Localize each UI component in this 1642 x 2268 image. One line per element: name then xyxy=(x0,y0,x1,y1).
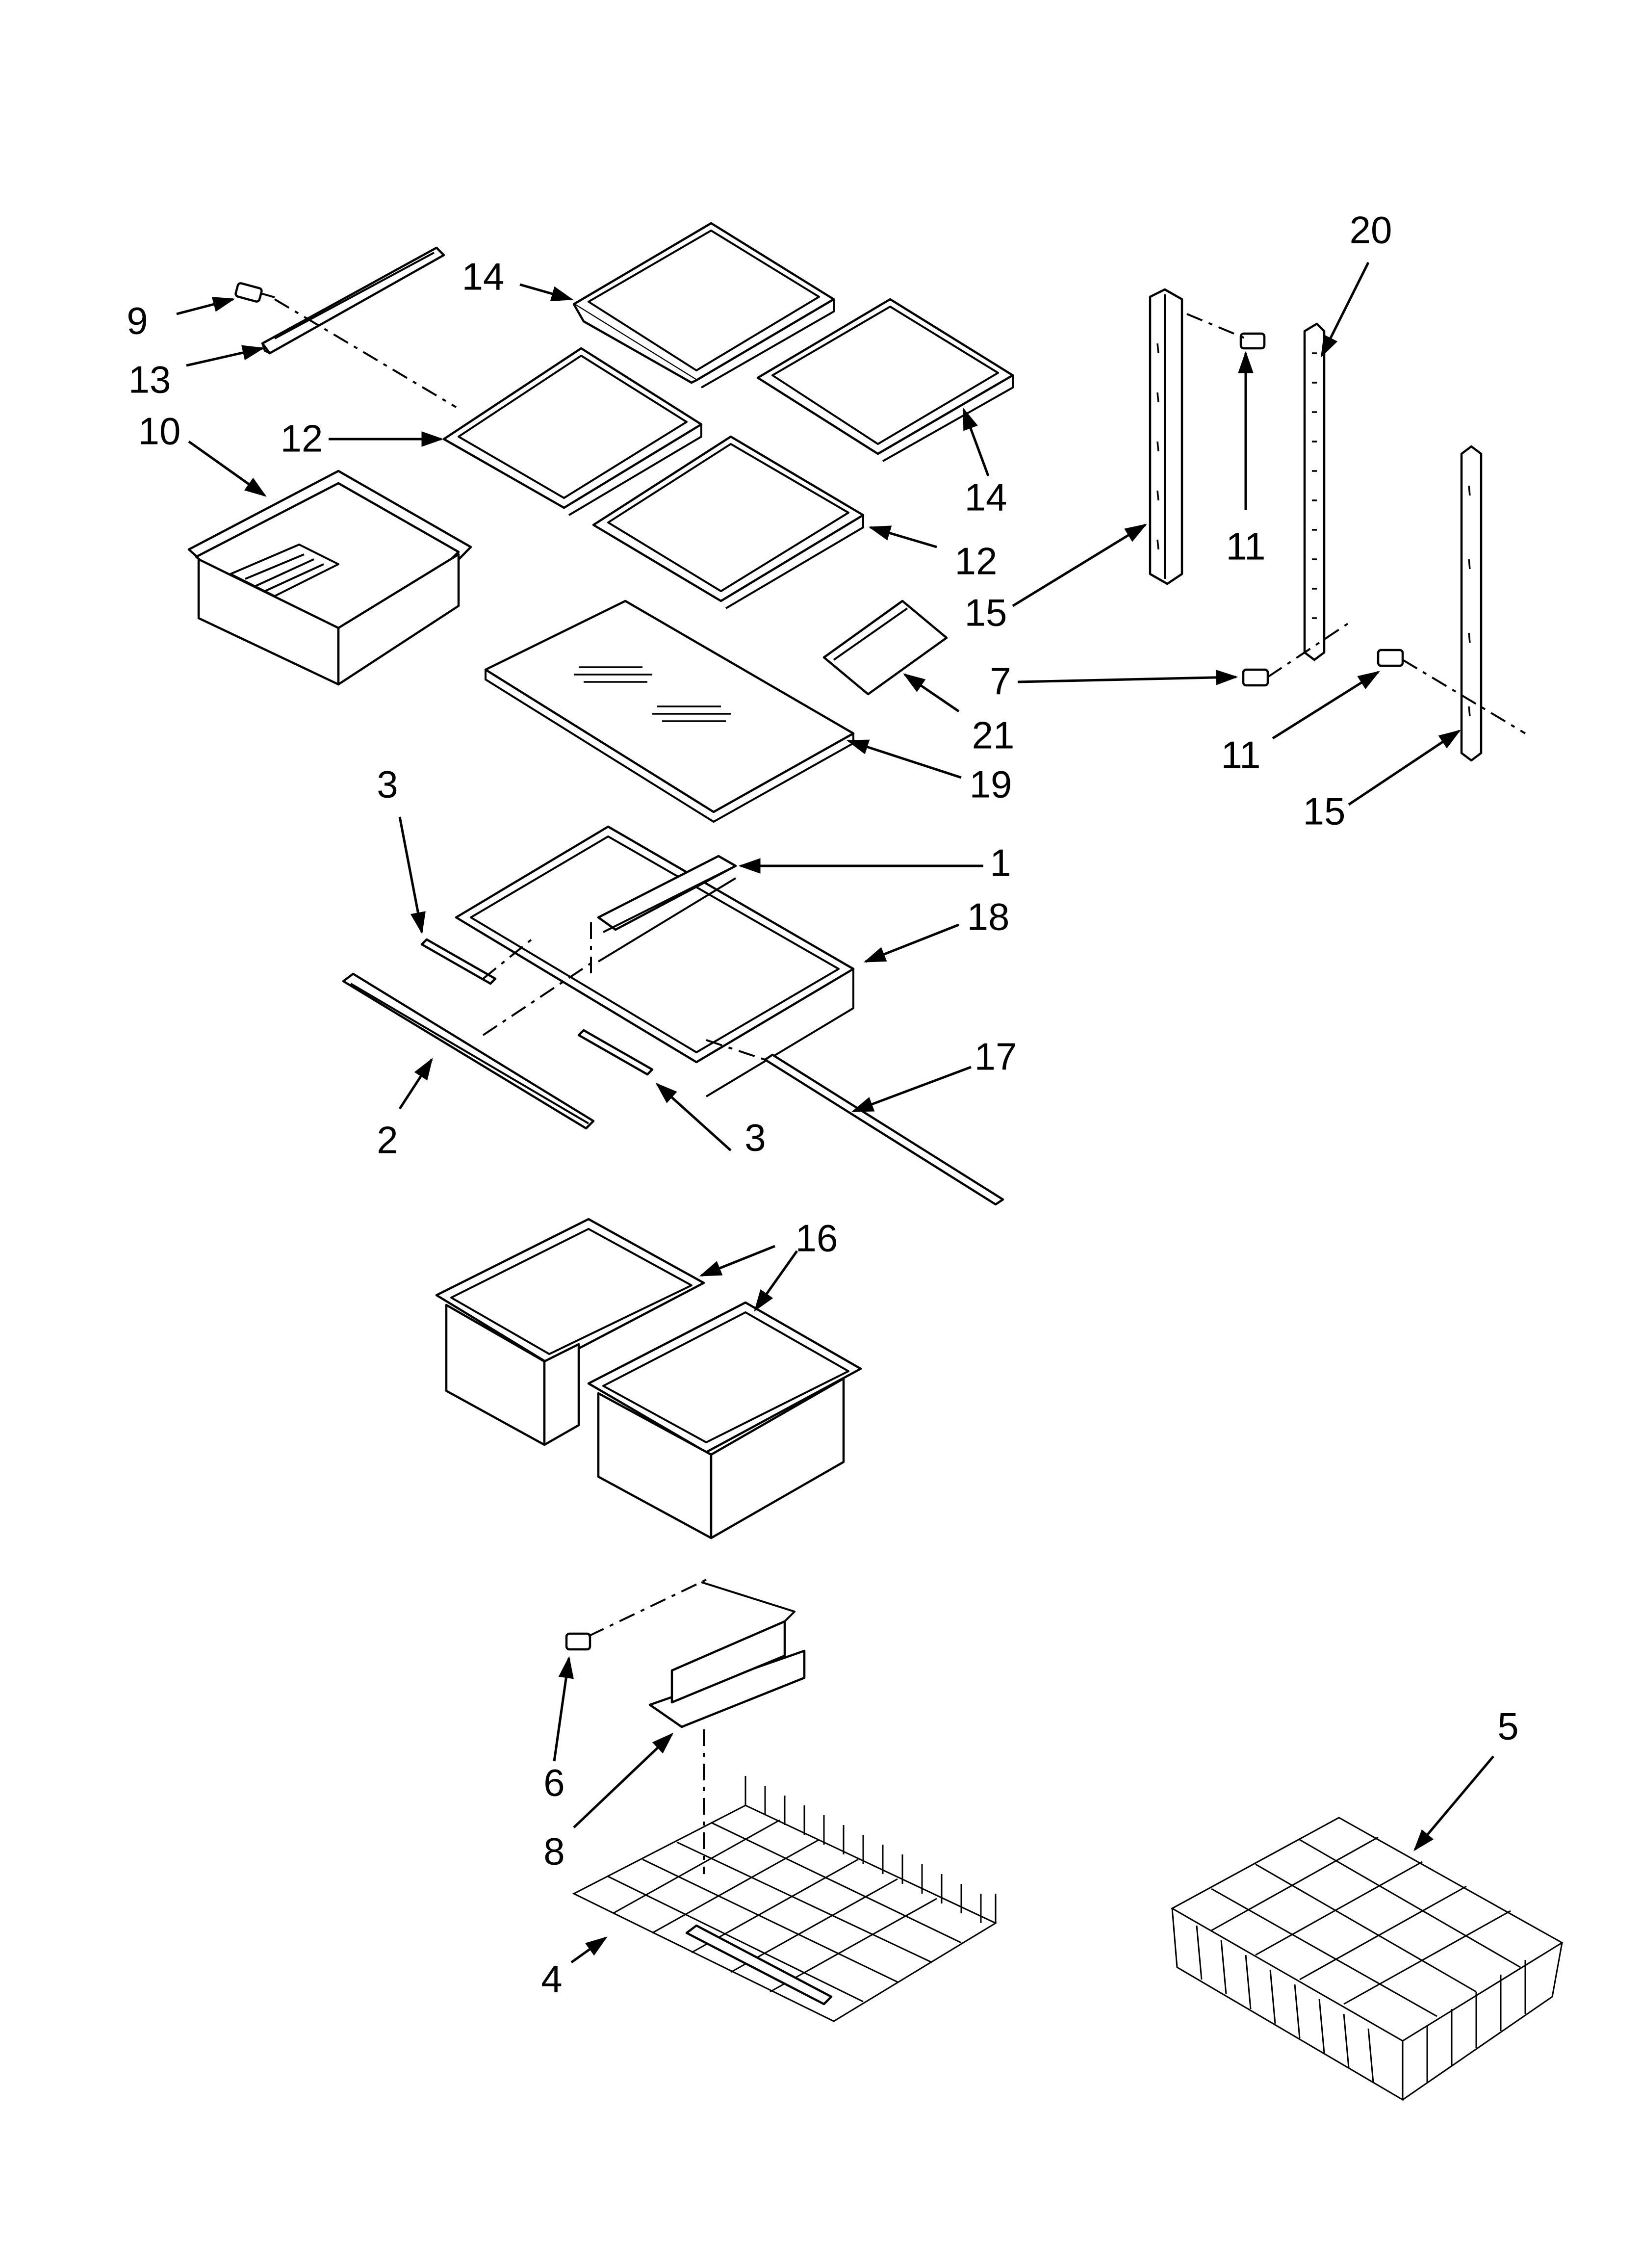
assembly-line-trim xyxy=(482,961,594,1036)
screw-part-11-top xyxy=(1239,332,1266,350)
crisper-frame-part-18 xyxy=(455,825,855,1097)
leader-15b xyxy=(1348,730,1461,806)
assembly-line-rod xyxy=(706,1039,766,1061)
screw-part-9 xyxy=(234,282,275,303)
callout-15a: 15 xyxy=(965,591,1007,634)
assembly-line-screw-11-top xyxy=(1186,313,1246,339)
screw-part-11-bottom xyxy=(1377,649,1404,667)
ladder-track-part-15-left xyxy=(1149,288,1183,585)
callout-11b: 11 xyxy=(1221,733,1261,777)
leader-14a xyxy=(519,283,574,302)
callout-3a: 3 xyxy=(377,763,398,806)
divider-part-21 xyxy=(822,600,948,696)
trim-part-2 xyxy=(342,972,595,1130)
leader-13 xyxy=(186,345,265,367)
support-part-3-right xyxy=(577,1029,654,1076)
callout-numbers: 1 2 3 3 4 5 6 7 8 9 10 11 11 12 12 13 14… xyxy=(127,209,1518,2001)
callout-16: 16 xyxy=(795,1217,838,1260)
callout-10: 10 xyxy=(138,410,181,453)
basket-bracket-part-8 xyxy=(648,1581,806,1728)
leader-15a xyxy=(1012,523,1147,607)
assembly-line-rail xyxy=(274,298,457,408)
callout-12a: 12 xyxy=(281,417,323,460)
callout-14a: 14 xyxy=(462,255,505,298)
leader-20 xyxy=(1320,261,1370,358)
callout-12b: 12 xyxy=(955,540,998,583)
callout-5: 5 xyxy=(1497,1705,1518,1748)
crisper-drawer-part-10 xyxy=(187,469,472,686)
leader-17 xyxy=(851,1066,972,1113)
callout-8: 8 xyxy=(543,1830,564,1873)
leader-18 xyxy=(863,923,959,963)
callout-leaders xyxy=(176,261,1494,1964)
assembly-line-screw-11-bottom xyxy=(1402,659,1526,734)
leader-14b xyxy=(962,407,990,476)
leader-9 xyxy=(176,296,235,315)
leader-3a xyxy=(398,816,426,935)
leader-10 xyxy=(188,440,267,497)
callout-19: 19 xyxy=(970,763,1012,806)
screw-part-7 xyxy=(1242,668,1269,687)
glass-shelf-part-19 xyxy=(484,600,855,823)
callout-17: 17 xyxy=(975,1035,1017,1078)
assembly-line-support-left xyxy=(482,936,536,980)
rod-part-17 xyxy=(764,1053,1004,1206)
leader-7 xyxy=(1017,670,1238,685)
crisper-cover-part-1 xyxy=(597,855,737,933)
shelf-part-14-top xyxy=(572,222,835,389)
callout-4: 4 xyxy=(541,1957,562,2001)
ladder-track-part-20 xyxy=(1303,322,1326,661)
callout-20: 20 xyxy=(1350,209,1392,252)
leader-16b xyxy=(754,1250,798,1312)
leader-16a xyxy=(699,1245,775,1277)
callout-1: 1 xyxy=(990,841,1011,885)
leader-12b xyxy=(868,525,937,548)
shelf-part-12-left xyxy=(442,347,703,516)
leader-6 xyxy=(553,1656,574,1762)
leader-2 xyxy=(398,1058,433,1110)
leader-3b xyxy=(655,1082,732,1151)
support-part-3-left xyxy=(420,938,497,985)
leader-19 xyxy=(846,739,962,779)
crisper-drawer-part-16-left xyxy=(435,1218,705,1446)
screw-part-6 xyxy=(565,1632,591,1651)
wire-basket-part-4 xyxy=(572,1776,998,2022)
leader-21 xyxy=(903,673,960,713)
leader-4 xyxy=(570,1936,608,1964)
leader-5 xyxy=(1413,1755,1494,1851)
leader-8 xyxy=(573,1732,674,1828)
callout-14b: 14 xyxy=(965,476,1007,519)
callout-6: 6 xyxy=(543,1761,564,1804)
shelf-part-14-right xyxy=(756,298,1014,462)
wire-basket-part-5 xyxy=(1170,1817,1564,2101)
callout-11a: 11 xyxy=(1226,525,1266,568)
ladder-track-part-15-right xyxy=(1460,445,1483,762)
callout-13: 13 xyxy=(128,358,171,401)
shelf-rail-part-13 xyxy=(261,246,445,355)
callout-9: 9 xyxy=(127,299,148,342)
callout-21: 21 xyxy=(972,714,1015,757)
callout-18: 18 xyxy=(967,895,1010,938)
shelf-part-12-right xyxy=(592,435,865,609)
assembly-line-screw-6 xyxy=(588,1579,707,1637)
callout-3b: 3 xyxy=(744,1116,766,1159)
leader-11b xyxy=(1272,671,1380,740)
callout-15b: 15 xyxy=(1303,790,1346,833)
callout-2: 2 xyxy=(377,1119,398,1162)
crisper-drawer-part-16-right xyxy=(587,1301,862,1539)
callout-7: 7 xyxy=(990,660,1011,703)
assembly-line-screw-7 xyxy=(1267,622,1350,678)
